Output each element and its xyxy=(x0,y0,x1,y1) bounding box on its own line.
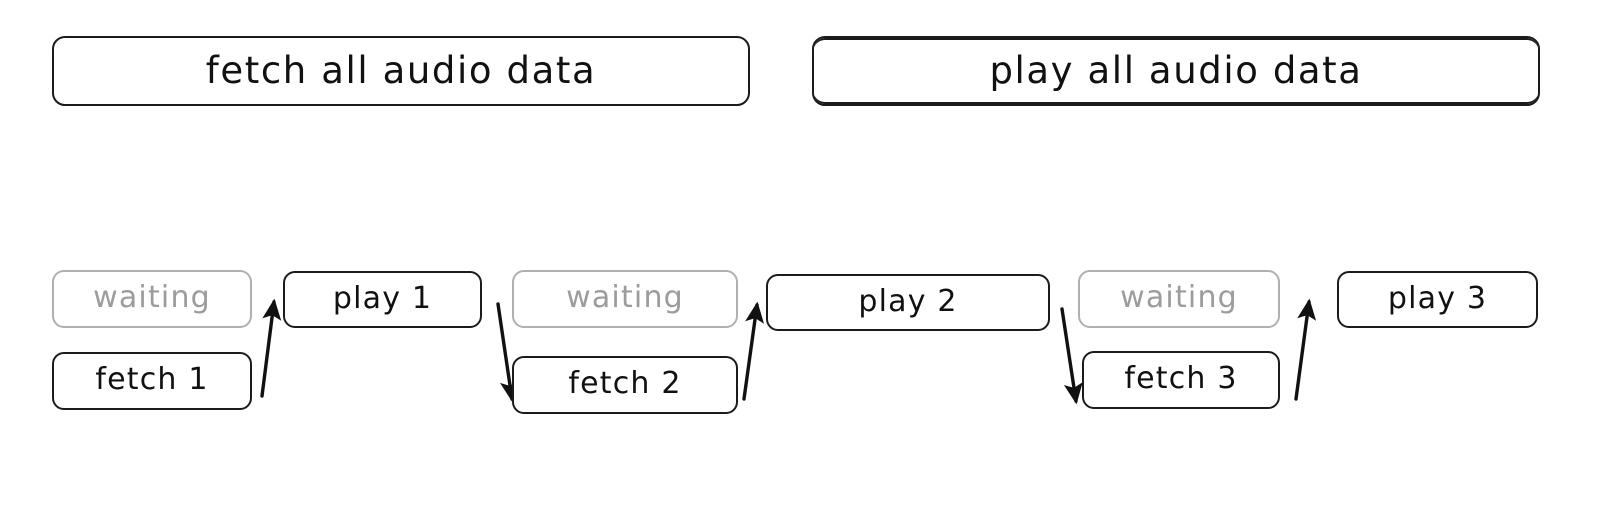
step-waiting-3: waiting xyxy=(1078,270,1280,328)
arrow-fetch-2-to-play-2 xyxy=(742,301,765,401)
bar-fetch-all-audio-data: fetch all audio data xyxy=(52,36,750,106)
step-waiting-3-label: waiting xyxy=(1120,280,1238,315)
step-fetch-2-label: fetch 2 xyxy=(568,366,682,401)
step-fetch-2: fetch 2 xyxy=(512,356,738,414)
step-waiting-2-label: waiting xyxy=(566,280,684,315)
arrow-play-1-to-fetch-2 xyxy=(496,302,519,403)
step-waiting-2: waiting xyxy=(512,270,738,328)
bar-play-all-audio-data: play all audio data xyxy=(812,36,1540,106)
step-play-1: play 1 xyxy=(283,271,482,328)
step-fetch-1-label: fetch 1 xyxy=(95,362,209,397)
arrow-fetch-3-to-play-3 xyxy=(1294,298,1317,401)
step-waiting-1: waiting xyxy=(52,270,252,328)
bar-play-all-label: play all audio data xyxy=(989,48,1363,92)
step-play-2-label: play 2 xyxy=(858,283,958,319)
step-play-3: play 3 xyxy=(1337,271,1538,328)
step-fetch-3: fetch 3 xyxy=(1082,351,1280,409)
step-fetch-3-label: fetch 3 xyxy=(1124,361,1238,396)
step-play-2: play 2 xyxy=(766,274,1050,331)
arrow-fetch-1-to-play-1 xyxy=(260,298,282,398)
step-play-1-label: play 1 xyxy=(332,280,433,316)
arrow-play-2-to-fetch-3 xyxy=(1060,307,1083,405)
step-waiting-1-label: waiting xyxy=(93,280,211,315)
bar-fetch-all-label: fetch all audio data xyxy=(205,48,597,92)
step-play-3-label: play 3 xyxy=(1387,280,1488,316)
step-fetch-1: fetch 1 xyxy=(52,352,252,410)
